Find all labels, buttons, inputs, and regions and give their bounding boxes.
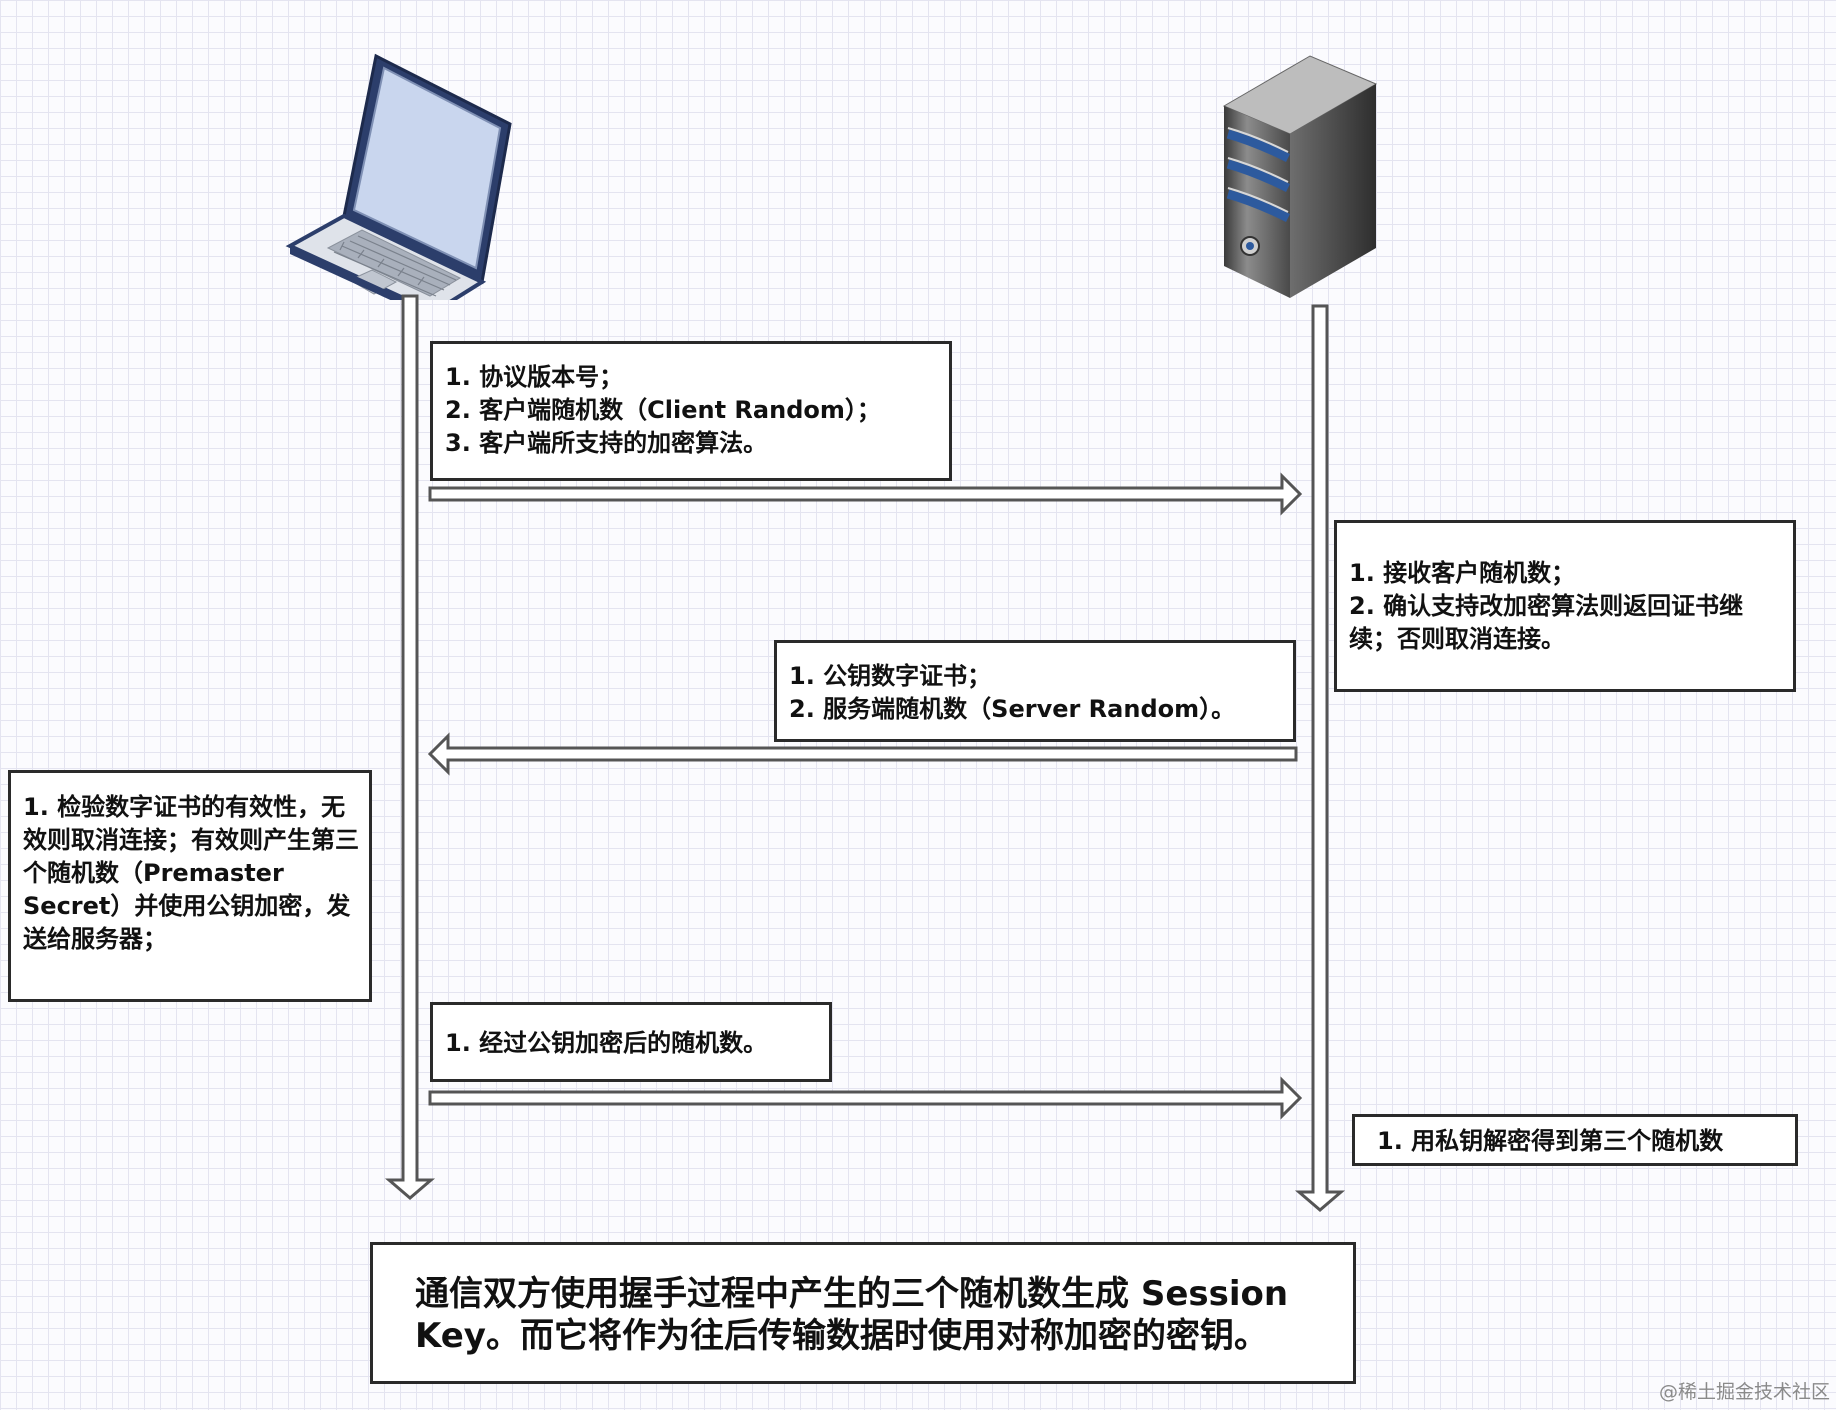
session-key-box: 通信双方使用握手过程中产生的三个随机数生成 Session Key。而它将作为往… — [370, 1242, 1356, 1384]
server-hello-line-1: 1. 公钥数字证书； — [789, 662, 992, 690]
client-hello-line-3: 3. 客户端所支持的加密算法。 — [445, 429, 768, 457]
laptop-icon — [285, 53, 512, 300]
client-verify-text: 1. 检验数字证书的有效性，无效则取消连接；有效则产生第三个随机数（Premas… — [23, 793, 359, 953]
arrow-client-hello — [428, 472, 1303, 516]
server-hello-line-2: 2. 服务端随机数（Server Random）。 — [789, 695, 1236, 723]
client-send-box: 1. 经过公钥加密后的随机数。 — [430, 1002, 832, 1082]
arrow-client-send — [428, 1076, 1303, 1120]
arrow-server-hello — [427, 732, 1298, 776]
client-send-line-1: 1. 经过公钥加密后的随机数。 — [445, 1029, 768, 1057]
client-hello-line-1: 1. 协议版本号； — [445, 363, 624, 391]
server-lifeline — [1294, 304, 1346, 1212]
server-decrypt-line-1: 1. 用私钥解密得到第三个随机数 — [1377, 1127, 1724, 1155]
session-key-line-2: Key。而它将作为往后传输数据时使用对称加密的密钥。 — [415, 1316, 1268, 1356]
server-hello-box: 1. 公钥数字证书； 2. 服务端随机数（Server Random）。 — [774, 640, 1296, 742]
watermark: @稀土掘金技术社区 — [1658, 1381, 1830, 1403]
client-hello-box: 1. 协议版本号； 2. 客户端随机数（Client Random）； 3. 客… — [430, 341, 952, 481]
server-decrypt-box: 1. 用私钥解密得到第三个随机数 — [1352, 1114, 1798, 1166]
server-check-line-1: 1. 接收客户随机数； — [1349, 559, 1576, 587]
session-key-line-1: 通信双方使用握手过程中产生的三个随机数生成 Session — [415, 1274, 1289, 1314]
server-tower-icon — [1222, 55, 1378, 298]
server-check-box: 1. 接收客户随机数； 2. 确认支持改加密算法则返回证书继续；否则取消连接。 — [1334, 520, 1796, 692]
client-verify-box: 1. 检验数字证书的有效性，无效则取消连接；有效则产生第三个随机数（Premas… — [8, 770, 372, 1002]
client-hello-line-2: 2. 客户端随机数（Client Random）； — [445, 396, 881, 424]
client-lifeline — [384, 294, 436, 1200]
server-check-line-2: 2. 确认支持改加密算法则返回证书继续；否则取消连接。 — [1349, 592, 1744, 653]
